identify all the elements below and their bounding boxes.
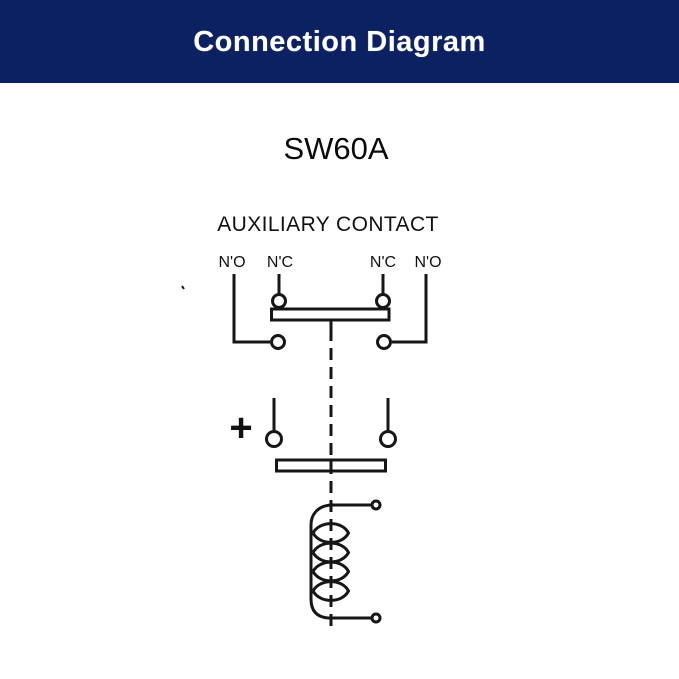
aux-right-no-contact <box>376 334 392 350</box>
coil-turn-1 <box>311 522 351 544</box>
aux-right-nc-contact <box>375 293 391 309</box>
main-right-contact <box>379 430 397 448</box>
terminal-labels: N'O N'C N'C N'O + <box>218 254 441 450</box>
main-contact-symbol <box>265 398 397 473</box>
coil-turn-3 <box>311 560 351 583</box>
aux-crossbar <box>270 307 391 322</box>
main-crossbar <box>275 458 387 473</box>
aux-left-nc-contact <box>271 293 287 309</box>
model-title: SW60A <box>283 131 389 166</box>
section-title: AUXILIARY CONTACT <box>217 213 439 236</box>
aux-left-no-contact <box>270 334 286 350</box>
page-title: Connection Diagram <box>193 26 486 58</box>
coil-turn-4 <box>311 580 351 602</box>
coil-bottom-terminal <box>370 612 382 624</box>
label-aux-right-nc: N'C <box>370 254 396 271</box>
header-bar: Connection Diagram <box>0 0 679 83</box>
label-coil-polarity-plus: + <box>229 406 252 450</box>
coil-left-return <box>309 503 331 620</box>
label-aux-left-nc: N'C <box>267 254 293 271</box>
coil-turn-2 <box>311 541 351 564</box>
coil-symbol <box>309 499 382 624</box>
coil-top-terminal <box>370 499 382 511</box>
aux-left-no-lead <box>232 274 270 344</box>
aux-right-no-lead <box>392 274 428 344</box>
label-aux-left-no: N'O <box>218 254 245 271</box>
stray-mark <box>181 285 185 290</box>
main-left-contact <box>265 430 283 448</box>
label-aux-right-no: N'O <box>414 254 441 271</box>
